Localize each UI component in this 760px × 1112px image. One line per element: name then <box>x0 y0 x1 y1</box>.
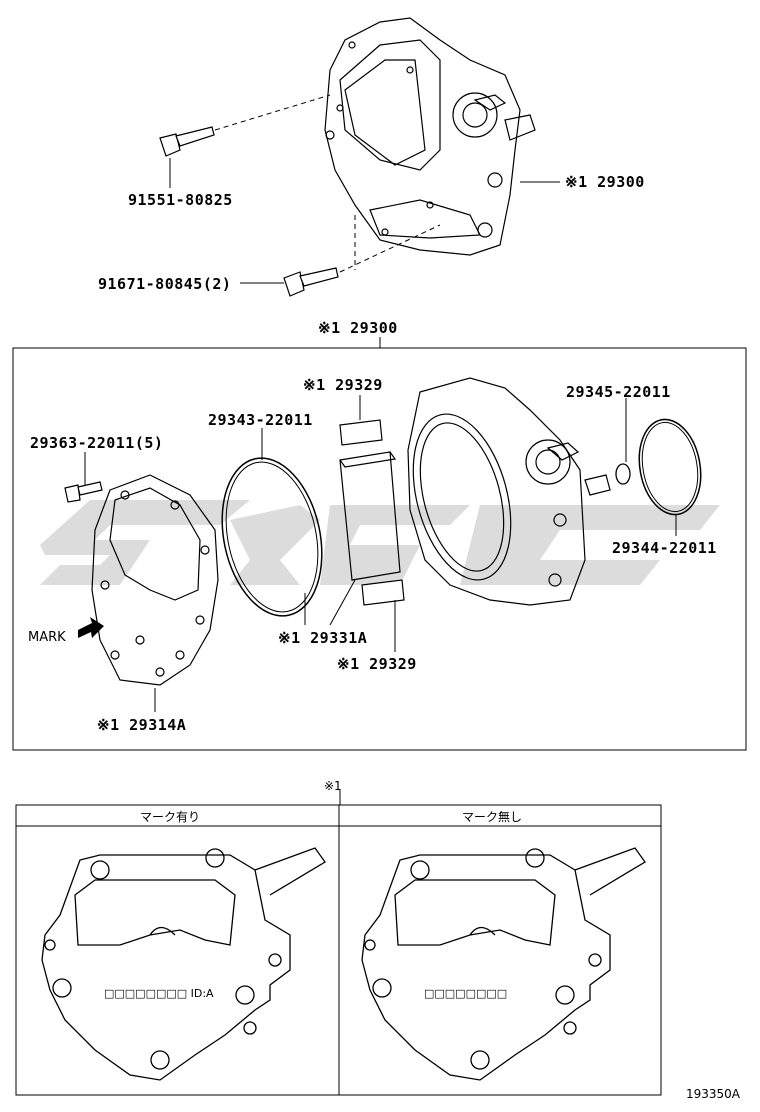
rotor-vane-29331A <box>339 451 401 581</box>
label-29329-bottom: ※1 29329 <box>337 655 417 673</box>
vane-tip-29329-bottom <box>361 579 405 606</box>
cover-without-mark <box>361 847 646 1081</box>
vacuum-pump-top <box>324 17 536 256</box>
watermark-logo <box>40 500 720 585</box>
cover-plate-29314A <box>91 474 219 686</box>
label-pump-29300: ※1 29300 <box>565 173 645 191</box>
compare-right-code: □□□□□□□□ <box>424 987 507 1000</box>
vane-tip-29329-top <box>339 419 383 446</box>
seal-29345-22011 <box>615 463 631 485</box>
compare-left-title: マーク有り <box>140 810 200 824</box>
compare-left-code: □□□□□□□□ ID:A <box>104 987 214 1000</box>
mark-arrow-icon <box>78 617 104 638</box>
compare-header: ※1 <box>324 779 342 793</box>
label-29329-top: ※1 29329 <box>303 376 383 394</box>
bolt-91551-80825 <box>159 126 215 157</box>
pump-housing <box>407 377 611 606</box>
label-mark: MARK <box>28 630 66 645</box>
figure-id: 193350A <box>686 1087 741 1101</box>
label-29331A: ※1 29331A <box>278 629 367 647</box>
label-29363-22011: 29363-22011(5) <box>30 434 163 452</box>
o-ring-29343-22011 <box>221 457 323 617</box>
box-header-label: ※1 29300 <box>318 319 398 337</box>
label-bolt-91551-80825: 91551-80825 <box>128 191 233 209</box>
compare-right-title: マーク無し <box>462 809 522 824</box>
label-bolt-91671-80845: 91671-80845(2) <box>98 275 231 293</box>
cover-with-mark <box>41 847 326 1081</box>
bolt-91671-80845 <box>283 267 339 297</box>
screw-29363-22011 <box>64 481 103 503</box>
label-29343-22011: 29343-22011 <box>208 411 313 429</box>
o-ring-29344-22011 <box>638 418 702 516</box>
label-29345-22011: 29345-22011 <box>566 383 671 401</box>
label-29314A: ※1 29314A <box>97 716 186 734</box>
label-29344-22011: 29344-22011 <box>612 539 717 557</box>
